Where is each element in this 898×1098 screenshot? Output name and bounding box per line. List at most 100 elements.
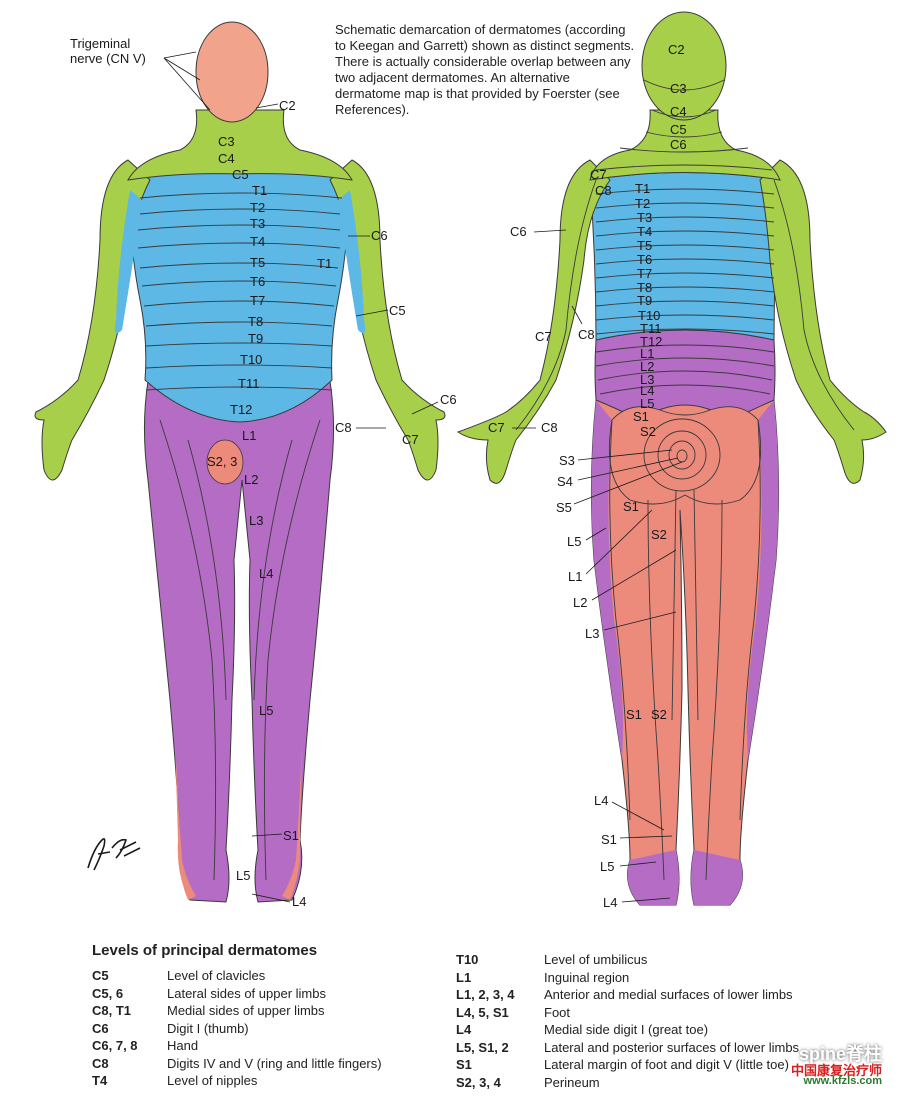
front-label-c4: C4 <box>218 151 235 166</box>
legend-desc: Lateral sides of upper limbs <box>167 985 326 1001</box>
legend-desc: Level of nipples <box>167 1073 258 1088</box>
front-label-t6: T6 <box>250 274 265 289</box>
front-label-l1: L1 <box>242 428 256 443</box>
back-label-t2: T2 <box>635 196 650 211</box>
legend-level: L4, 5, S1 <box>456 1004 509 1020</box>
legend-level: T10 <box>456 952 479 967</box>
legend-level: T4 <box>92 1073 108 1088</box>
back-sacral-rings <box>643 418 721 492</box>
back-label-t10: T10 <box>638 308 660 323</box>
front-thoracic-lines <box>137 192 343 391</box>
front-label-t12: T12 <box>230 402 252 417</box>
front-head <box>195 21 269 123</box>
front-label-c2: C2 <box>279 98 296 113</box>
back-label-l4-foot: L4 <box>603 895 617 910</box>
front-genital-s23 <box>206 439 244 485</box>
front-label-t4: T4 <box>250 234 265 249</box>
back-label-c8-hand: C8 <box>541 420 558 435</box>
back-label-t12: T12 <box>640 334 662 349</box>
back-leg-left-lumbar <box>747 400 779 760</box>
front-body <box>34 21 446 903</box>
back-label-l2-leg: L2 <box>573 595 587 610</box>
legend-title: Levels of principal dermatomes <box>92 942 318 959</box>
back-label-t11: T11 <box>640 321 661 336</box>
front-label-c6-hand: C6 <box>440 392 457 407</box>
front-label-c5-arm: C5 <box>389 303 406 318</box>
back-label-t3: T3 <box>637 210 652 225</box>
trigeminal-label-line1: Trigeminal <box>70 36 130 51</box>
back-label-l1: L1 <box>640 346 654 361</box>
legend-desc: Perineum <box>544 1074 600 1090</box>
back-arm-left <box>759 159 887 484</box>
back-arm-right <box>456 159 611 484</box>
front-label-s23: S2, 3 <box>207 454 237 469</box>
back-label-s2-calf: S2 <box>651 707 667 722</box>
legend-desc: Digits IV and V (ring and little fingers… <box>167 1055 382 1071</box>
leader-lines <box>163 51 683 903</box>
back-body <box>456 11 887 906</box>
back-label-l3-leg: L3 <box>585 626 599 641</box>
front-label-l5-foot: L5 <box>236 868 250 883</box>
back-label-l2: L2 <box>640 359 654 374</box>
legend-desc: Medial sides of upper limbs <box>167 1003 325 1018</box>
figure-caption: Schematic demarcation of dermatomes (acc… <box>335 22 635 117</box>
artist-signature <box>87 838 141 871</box>
back-label-s2-buttock: S2 <box>651 527 667 542</box>
back-label-t9: T9 <box>637 293 652 308</box>
front-neck-cervical <box>127 109 353 181</box>
back-arm-lines <box>515 179 855 431</box>
front-arm-left-t1 <box>338 190 366 334</box>
legend-desc: Hand <box>167 1038 199 1053</box>
legend-level: C8 <box>92 1055 109 1071</box>
back-label-t7: T7 <box>637 266 652 281</box>
front-label-t1-arm: T1 <box>317 256 332 271</box>
front-label-t9: T9 <box>248 331 263 346</box>
front-label-c7-hand: C7 <box>402 432 419 447</box>
legend-desc: Digit I (thumb) <box>167 1020 249 1036</box>
back-neck-cervical <box>589 109 781 181</box>
legend-level: C8, T1 <box>92 1003 132 1018</box>
legend-level: L5, S1, 2 <box>456 1039 509 1055</box>
back-label-c6: C6 <box>670 137 687 152</box>
trigeminal-label-line2: nerve (CN V) <box>70 51 146 66</box>
back-cervical-lines <box>595 79 773 171</box>
back-label-t1: T1 <box>635 181 650 196</box>
back-label-c4: C4 <box>670 104 687 119</box>
back-lumbar-lines <box>595 344 775 395</box>
back-label-s1-buttock: S1 <box>623 499 639 514</box>
front-label-t5: T5 <box>250 255 265 270</box>
back-feet-lumbar <box>627 850 743 905</box>
back-label-s1-calf: S1 <box>626 707 642 722</box>
back-label-l5: L5 <box>640 396 654 411</box>
watermark-site-name: 中国康复治疗师 <box>790 1063 882 1078</box>
back-label-l3: L3 <box>640 372 654 387</box>
front-sacral-strip-right <box>175 740 196 900</box>
legend-left-column: C5 Level of clavicles C5, 6 Lateral side… <box>92 968 452 1093</box>
back-label-l5-ankle: L5 <box>600 859 614 874</box>
watermark-main: spine脊柱 <box>798 1044 882 1064</box>
front-leg-lines <box>159 419 321 881</box>
back-label-l1-leg: L1 <box>568 569 582 584</box>
front-label-t3: T3 <box>250 216 265 231</box>
front-text-labels: Trigeminal nerve (CN V) C2 C3 C4 C5 C6 T… <box>70 36 457 909</box>
legend-desc: Anterior and medial surfaces of lower li… <box>544 987 793 1002</box>
back-label-s3: S3 <box>559 453 575 468</box>
back-leg-right-lumbar <box>591 400 623 760</box>
dermatome-figure: Trigeminal nerve (CN V) C2 C3 C4 C5 C6 T… <box>34 11 887 910</box>
back-label-t6: T6 <box>637 252 652 267</box>
legend-level: C6, 7, 8 <box>92 1038 138 1053</box>
legend-right-column: T10 Level of umbilicus L1 Inguinal regio… <box>456 952 856 1092</box>
front-sacral-strip-left <box>282 740 302 900</box>
front-label-t11: T11 <box>238 376 259 391</box>
back-label-s5: S5 <box>556 500 572 515</box>
legend-level: C6 <box>92 1020 109 1036</box>
back-label-c5: C5 <box>670 122 687 137</box>
front-label-t10: T10 <box>240 352 262 367</box>
back-label-t5: T5 <box>637 238 652 253</box>
back-label-s4: S4 <box>557 474 573 489</box>
front-label-t8: T8 <box>248 314 263 329</box>
back-head <box>641 11 727 121</box>
legend-level: L4 <box>456 1022 472 1037</box>
legend-desc: Foot <box>544 1004 571 1020</box>
legend-desc: Inguinal region <box>544 969 630 985</box>
